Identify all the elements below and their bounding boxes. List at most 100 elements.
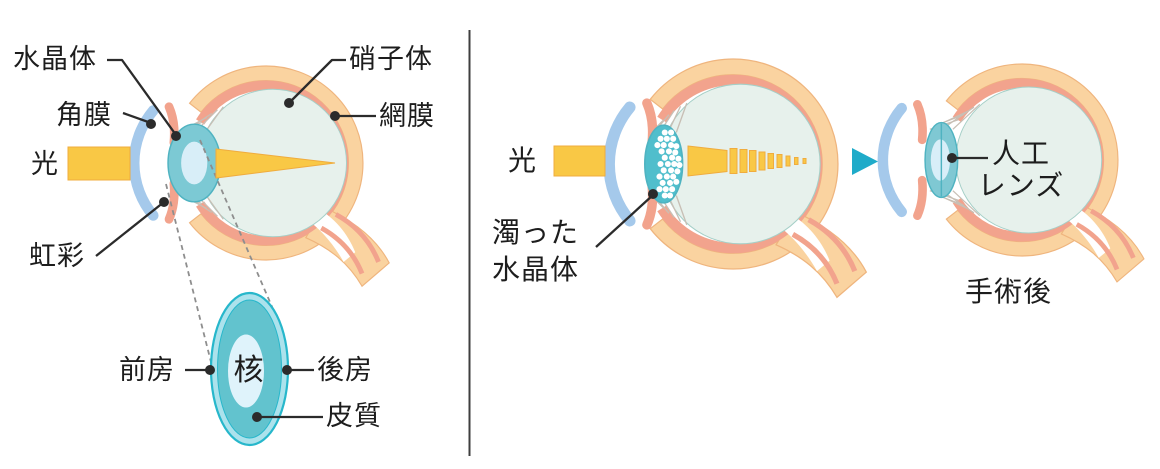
label-iol: 人工 レンズ — [971, 138, 1071, 202]
leader-cornea-line — [122, 111, 152, 125]
leader-iol-dot — [947, 153, 957, 163]
opacity-dot — [660, 142, 667, 149]
scattered-light-bar — [794, 157, 799, 165]
cornea — [877, 102, 907, 218]
lens-nucleus — [228, 334, 264, 408]
leader-lens-dot — [171, 131, 181, 141]
label-clouded-lens: 濁った 水晶体 — [492, 214, 579, 288]
light-beam-middle — [553, 145, 606, 177]
opacity-dot — [666, 192, 674, 199]
opacity-dot — [675, 155, 682, 162]
leader-vitreous-dot — [284, 98, 294, 108]
nerve-stripe — [807, 217, 858, 273]
scattered-light-bar — [785, 155, 791, 167]
label-iol-line1: 人工 — [991, 138, 1050, 169]
leader-lens-line — [107, 58, 177, 136]
label-clouded-lens-line1: 濁った — [492, 217, 580, 248]
opacity-dot — [663, 135, 670, 142]
zonule-fiber — [675, 195, 688, 226]
opacity-dot — [673, 143, 680, 150]
cornea — [603, 101, 636, 227]
left-eye — [128, 65, 390, 288]
iol-optic — [930, 139, 950, 181]
scattered-light-bar — [749, 150, 757, 172]
opacity-dot — [669, 186, 676, 193]
opacity-dot — [671, 160, 678, 168]
middle-eye — [603, 58, 868, 299]
zonule-fiber — [199, 109, 218, 128]
iris — [913, 99, 927, 145]
opacity-dot — [666, 179, 674, 186]
zonule-fiber — [193, 200, 213, 213]
scattered-light-bar — [739, 149, 748, 173]
opacity-dot — [668, 142, 675, 149]
opacity-dot — [658, 148, 665, 155]
opacity-dot — [664, 160, 671, 168]
label-anterior-chamber: 前房 — [119, 355, 175, 385]
arrow-right-icon — [852, 148, 878, 175]
opacity-dot — [665, 148, 672, 155]
scattered-light-bar — [767, 153, 774, 169]
opacity-dot — [674, 168, 681, 175]
nerve-stripe — [791, 232, 840, 285]
leader-clouded-lens-line — [595, 194, 654, 248]
leader-retina-dot — [330, 111, 340, 121]
opacity-dot — [657, 135, 664, 142]
opacity-dot — [661, 129, 668, 136]
label-cortex: 皮質 — [326, 401, 382, 431]
leader-posterior-chamber-dot — [282, 365, 292, 375]
opacity-dot — [672, 149, 679, 156]
opacity-dot — [676, 162, 683, 169]
label-iris: 虹彩 — [29, 241, 85, 271]
nerve-stripe — [1075, 222, 1120, 271]
label-light-left: 光 — [31, 149, 59, 179]
zonule-fiber — [952, 103, 981, 130]
zonule-fiber — [205, 194, 224, 220]
zonule-fiber — [941, 195, 969, 210]
zonule-fiber — [663, 201, 675, 218]
opacity-dot — [654, 142, 661, 149]
right-eye — [877, 63, 1145, 283]
zonule-fiber — [952, 190, 981, 217]
zonule-fiber — [946, 194, 975, 214]
opacity-dot — [662, 186, 669, 193]
label-lens: 水晶体 — [13, 44, 97, 74]
opacity-dot — [673, 178, 680, 185]
zonule-fiber — [669, 199, 682, 223]
scattered-light-bar — [776, 154, 783, 168]
nerve-stripe — [1089, 208, 1136, 259]
anterior-segment — [877, 99, 927, 221]
label-iol-line2: レンズ — [977, 170, 1065, 201]
label-light-right: 光 — [508, 145, 538, 176]
iris — [913, 175, 927, 221]
zonule-fiber — [675, 102, 688, 133]
scattered-light-bar — [729, 148, 738, 174]
label-posterior-chamber: 後房 — [317, 355, 373, 385]
lens-core — [181, 141, 208, 185]
opacity-dot — [659, 179, 666, 186]
opacity-dot — [663, 173, 670, 180]
leader-iris-line — [95, 201, 165, 257]
zonule-fiber — [669, 105, 682, 129]
zonule-fiber — [663, 110, 675, 127]
leader-anterior-chamber-dot — [205, 365, 215, 375]
opacity-dot — [656, 186, 663, 193]
leader-clouded-lens-dot — [648, 189, 658, 199]
opacity-dot — [670, 173, 677, 180]
focused-light-cone — [215, 148, 336, 179]
opacity-dot — [669, 154, 676, 161]
opacity-dot — [656, 173, 663, 180]
leader-iris-dot — [159, 197, 169, 207]
label-vitreous: 硝子体 — [349, 44, 433, 74]
nerve-stripe — [334, 212, 381, 263]
opacity-dot — [661, 154, 668, 161]
zonule-fiber — [941, 110, 969, 125]
projection-dash — [199, 139, 277, 317]
label-after-surgery: 手術後 — [965, 276, 1053, 307]
label-clouded-lens-line2: 水晶体 — [492, 254, 580, 285]
projection-dash — [165, 183, 213, 367]
zonule-fiber — [193, 113, 213, 126]
zonule-fiber — [946, 106, 975, 126]
